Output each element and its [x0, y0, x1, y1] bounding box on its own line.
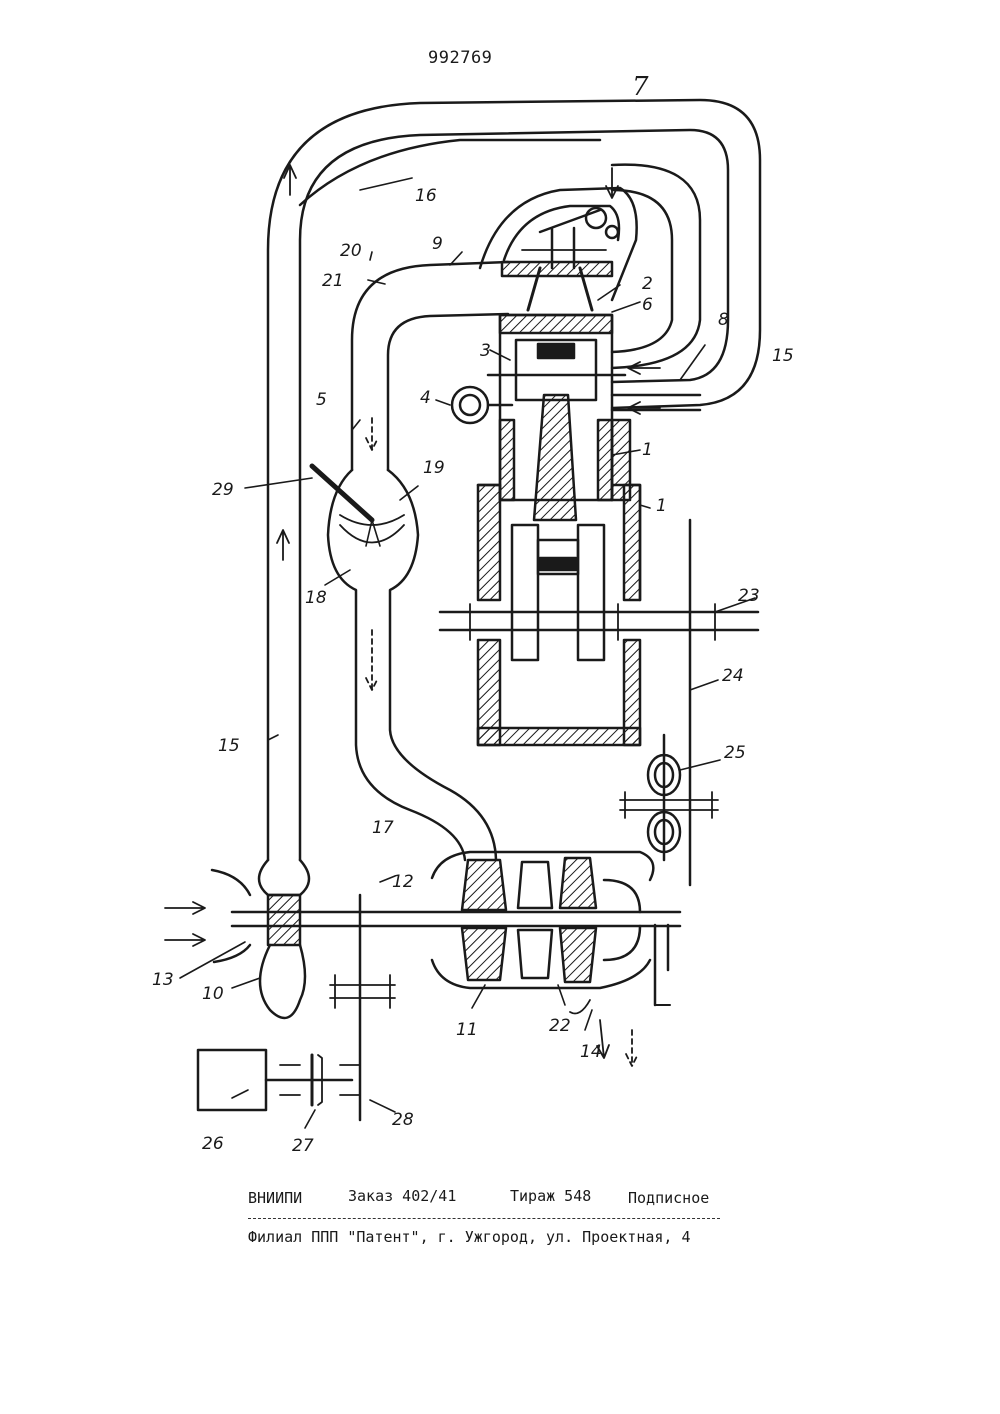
label-19: 19: [423, 460, 445, 477]
label-16: 16: [415, 188, 437, 205]
label-5: 5: [316, 392, 327, 409]
label-12: 12: [392, 874, 414, 891]
label-17: 17: [372, 820, 394, 837]
cylinder-head: [480, 188, 637, 310]
label-3: 3: [480, 343, 491, 360]
label-14: 14: [580, 1044, 602, 1061]
imprint-divider: [248, 1218, 720, 1219]
label-23: 23: [738, 588, 760, 605]
label-24: 24: [722, 668, 744, 685]
label-11: 11: [456, 1022, 478, 1039]
imprint-type: Подписное: [628, 1189, 709, 1207]
page-number: 7: [632, 72, 649, 102]
imprint-org: ВНИИПИ: [248, 1189, 302, 1207]
label-26: 26: [202, 1136, 224, 1153]
label-2: 2: [642, 276, 653, 293]
imprint-branch: Филиал ППП "Патент", г. Ужгород, ул. Про…: [248, 1228, 691, 1246]
label-27: 27: [292, 1138, 314, 1155]
label-29: 29: [212, 482, 234, 499]
label-1-upper: 1: [642, 442, 653, 459]
label-20: 20: [340, 243, 362, 260]
label-4: 4: [420, 390, 431, 407]
patent-number: 992769: [428, 48, 492, 68]
leader-lines: [180, 178, 755, 1128]
imprint-order: Заказ 402/41: [348, 1187, 456, 1205]
crankcase: [440, 485, 758, 745]
label-22: 22: [549, 1018, 571, 1035]
label-13: 13: [152, 972, 174, 989]
label-10: 10: [202, 986, 224, 1003]
label-15-right: 15: [772, 348, 794, 365]
label-1-lower: 1: [656, 498, 667, 515]
label-25: 25: [724, 745, 746, 762]
label-28: 28: [392, 1112, 414, 1129]
imprint-edition: Тираж 548: [510, 1187, 591, 1205]
label-8: 8: [718, 312, 729, 329]
label-15-left: 15: [218, 738, 240, 755]
label-18: 18: [305, 590, 327, 607]
label-21: 21: [322, 273, 344, 290]
label-6: 6: [642, 297, 653, 314]
label-9: 9: [432, 236, 443, 253]
turbocharger: [212, 852, 680, 1018]
